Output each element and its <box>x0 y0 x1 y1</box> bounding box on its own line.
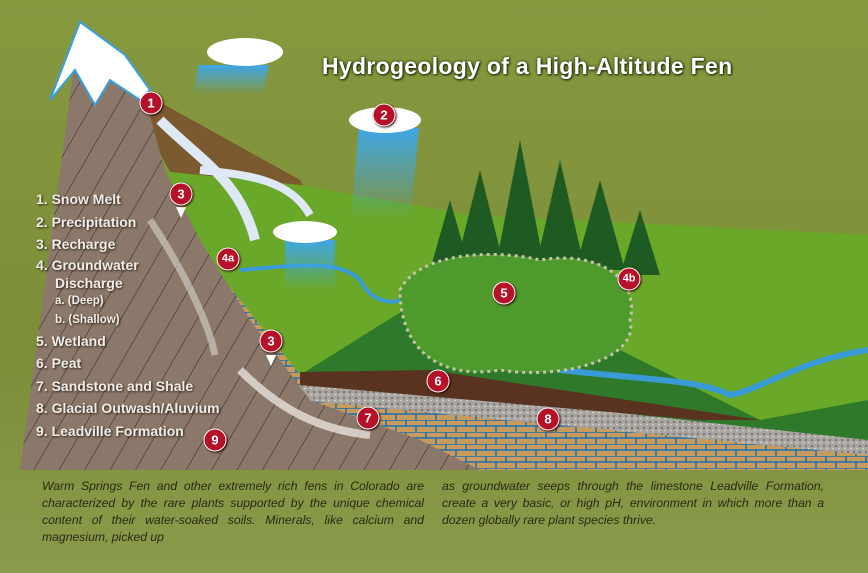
legend-item-shallow: b. (Shallow) <box>55 313 120 326</box>
groundwater-arrow <box>237 367 371 439</box>
legend-item-leadville: 9. Leadville Formation <box>36 422 184 439</box>
marker-4a: 4a <box>216 247 240 271</box>
marker-3b: 3 <box>259 329 283 353</box>
marker-2: 2 <box>372 103 396 127</box>
mountain <box>20 22 480 470</box>
legend: 1. Snow Melt 2. Precipitation 3. Recharg… <box>36 188 220 442</box>
legend-item-groundwater: 4. Groundwater <box>36 256 139 273</box>
legend-item-snow-melt: 1. Snow Melt <box>36 191 121 207</box>
legend-item-sandstone: 7. Sandstone and Shale <box>36 377 194 394</box>
upper-hill <box>120 80 310 200</box>
marker-7: 7 <box>356 406 380 430</box>
cloud-2 <box>349 107 421 218</box>
marker-5: 5 <box>492 281 516 305</box>
marker-1: 1 <box>139 91 163 115</box>
caption-left: Warm Springs Fen and other extremely ric… <box>42 479 424 544</box>
caption-right: as groundwater seeps through the limesto… <box>442 479 824 527</box>
marker-3a: 3 <box>169 182 193 206</box>
marker-4b: 4b <box>617 267 641 291</box>
recharge-down-arrows <box>176 207 276 366</box>
stream <box>239 263 401 304</box>
marker-6: 6 <box>426 369 450 393</box>
wetland <box>398 252 633 374</box>
cloud-3 <box>273 221 337 290</box>
legend-item-glacial: 8. Glacial Outwash/Aluvium <box>36 400 220 416</box>
legend-item-precipitation: 2. Precipitation <box>36 213 137 230</box>
legend-item-wetland: 5. Wetland <box>36 332 106 349</box>
legend-item-peat: 6. Peat <box>36 355 82 371</box>
recharge-arrow <box>147 218 219 356</box>
legend-item-deep: a. (Deep) <box>55 294 104 307</box>
peat-layer <box>300 370 760 420</box>
diagram-title: Hydrogeology of a High-Altitude Fen <box>322 53 733 79</box>
marker-9: 9 <box>203 428 227 452</box>
cloud-1 <box>193 38 283 95</box>
legend-item-discharge: Discharge <box>55 274 123 291</box>
forest <box>430 140 660 275</box>
snow-cap <box>49 20 152 107</box>
legend-item-recharge: 3. Recharge <box>36 236 116 252</box>
marker-8: 8 <box>536 407 560 431</box>
river <box>559 347 868 399</box>
snowmelt-arrow-2 <box>199 166 314 218</box>
